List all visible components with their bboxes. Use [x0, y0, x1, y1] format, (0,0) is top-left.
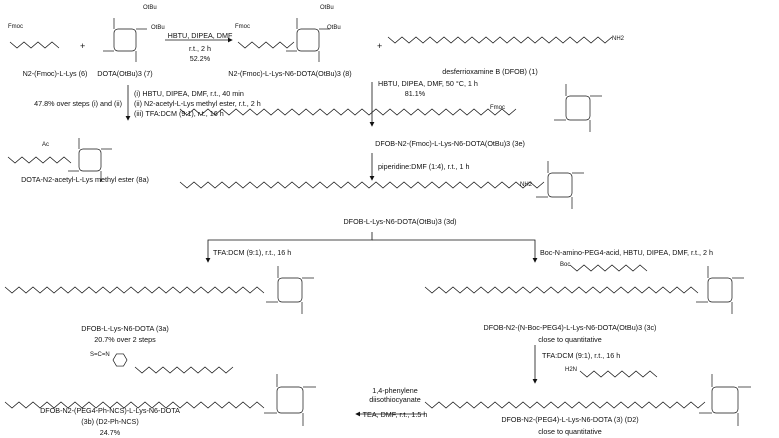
nh2-group-label: NH2	[520, 182, 533, 188]
dfob-chain	[4, 401, 265, 409]
dfob-chain	[387, 36, 613, 44]
compound-D2-label: DFOB-N2-(PEG4)-L-Lys-N6-DOTA (3) (D2)	[501, 415, 639, 424]
dota-macrocycle-ring	[277, 277, 303, 303]
otbu-group-label: OtBu	[327, 25, 341, 31]
step5-conditions: TFA:DCM (9:1), r.t., 16 h	[213, 248, 292, 257]
step1-conditions: r.t., 2 h	[189, 44, 211, 53]
dfob-chain	[4, 286, 265, 294]
compound-3a-label: DFOB-L-Lys-N6-DOTA (3a)	[81, 324, 169, 333]
lysine-chain	[7, 156, 72, 164]
step3-condition-i: (i) HBTU, DIPEA, DMF, r.t., 40 min	[134, 89, 244, 98]
dota-macrocycle-ring	[113, 28, 137, 52]
step3-condition-iii: (iii) TFA:DCM (9:1), r.t., 16 h	[134, 109, 224, 118]
step7-conditions: TFA:DCM (9:1), r.t., 16 h	[542, 351, 621, 360]
step8-reagent-line2: diisothiocyanate	[369, 395, 421, 404]
dota-macrocycle-ring	[565, 95, 591, 121]
compound-8a-label: DOTA-N2-acetyl-L-Lys methyl ester (8a)	[21, 175, 149, 184]
fmoc-group-label: Fmoc	[8, 24, 23, 30]
dfob-chain	[179, 181, 545, 189]
h2n-group-label: H2N	[565, 367, 578, 373]
otbu-group-label: OtBu	[320, 5, 334, 11]
peg4-chain	[579, 370, 658, 378]
nh2-group-label: NH2	[612, 36, 625, 42]
plus-sign: +	[80, 41, 86, 51]
compound-3a-yield: 20.7% over 2 steps	[94, 335, 156, 344]
dota-macrocycle-ring	[78, 148, 102, 172]
dota-macrocycle-ring	[711, 386, 739, 414]
boc-group-label: Boc	[560, 262, 571, 268]
peg4-chain	[134, 366, 234, 374]
compound-8-label: N2-(Fmoc)-L-Lys-N6-DOTA(OtBu)3 (8)	[228, 69, 352, 78]
dfob-chain	[424, 401, 706, 409]
step3-condition-ii: (ii) N2-acetyl-L-Lys methyl ester, r.t.,…	[134, 99, 261, 108]
branch-line	[205, 232, 373, 263]
dfob-chain	[179, 108, 517, 116]
peg4-chain	[569, 264, 648, 272]
compound-3e-label: DFOB-N2-(Fmoc)-L-Lys-N6-DOTA(OtBu)3 (3e)	[375, 139, 525, 148]
compound-3b-yield: 24.7%	[99, 428, 121, 437]
compound-3c-yield: close to quantitative	[538, 335, 602, 344]
fmoc-group-label: Fmoc	[235, 24, 250, 30]
dota-macrocycle-ring	[276, 386, 304, 414]
step8-conditions: TEA, DMF, r.t., 1.5 h	[362, 410, 428, 419]
compound-3d-label: DFOB-L-Lys-N6-DOTA(OtBu)3 (3d)	[343, 217, 457, 226]
compound-3b-label: DFOB-N2-(PEG4-Ph-NCS)-L-Lys-N6-DOTA	[40, 406, 180, 415]
dota-macrocycle-ring	[296, 28, 320, 52]
step8-reagent-line1: 1,4-phenylene	[372, 386, 418, 395]
compound-3b-codes: (3b) (D2-Ph-NCS)	[81, 417, 139, 426]
compound-6-label: N2-(Fmoc)-L-Lys (6)	[22, 69, 88, 78]
compound-7-label: DOTA(OtBu)3 (7)	[97, 69, 153, 78]
step1-reagents: HBTU, DIPEA, DMF	[167, 31, 233, 40]
compound-D2-yield: close to quantitative	[538, 427, 602, 436]
compound-3c-label: DFOB-N2-(N-Boc-PEG4)-L-Lys-N6-DOTA(OtBu)…	[483, 323, 657, 332]
plus-sign: +	[377, 41, 383, 51]
lysine-chain	[237, 41, 295, 49]
otbu-group-label: OtBu	[151, 25, 165, 31]
compound-1-label: desferrioxamine B (DFOB) (1)	[442, 67, 538, 76]
step2-reagents: HBTU, DIPEA, DMF, 50 °C, 1 h	[378, 79, 478, 88]
step6-conditions: Boc-N-amino-PEG4-acid, HBTU, DIPEA, DMF,…	[540, 248, 713, 257]
dota-macrocycle-ring	[707, 277, 733, 303]
phenyl-ring	[112, 353, 128, 367]
acetyl-group-label: Ac	[42, 142, 50, 148]
step3-yield: 47.8% over steps (i) and (ii)	[34, 99, 122, 108]
branch-line-right	[372, 239, 538, 263]
lysine-chain	[9, 41, 60, 49]
step1-yield: 52.2%	[189, 54, 211, 63]
fmoc-group-label: Fmoc	[490, 105, 505, 111]
dfob-chain	[424, 286, 699, 294]
step4-conditions: piperidine:DMF (1:4), r.t., 1 h	[378, 162, 470, 171]
step2-yield: 81.1%	[404, 89, 426, 98]
isothiocyanate-group-label: S=C=N	[90, 352, 110, 358]
dota-macrocycle-ring	[547, 172, 573, 198]
otbu-group-label: OtBu	[143, 5, 157, 11]
